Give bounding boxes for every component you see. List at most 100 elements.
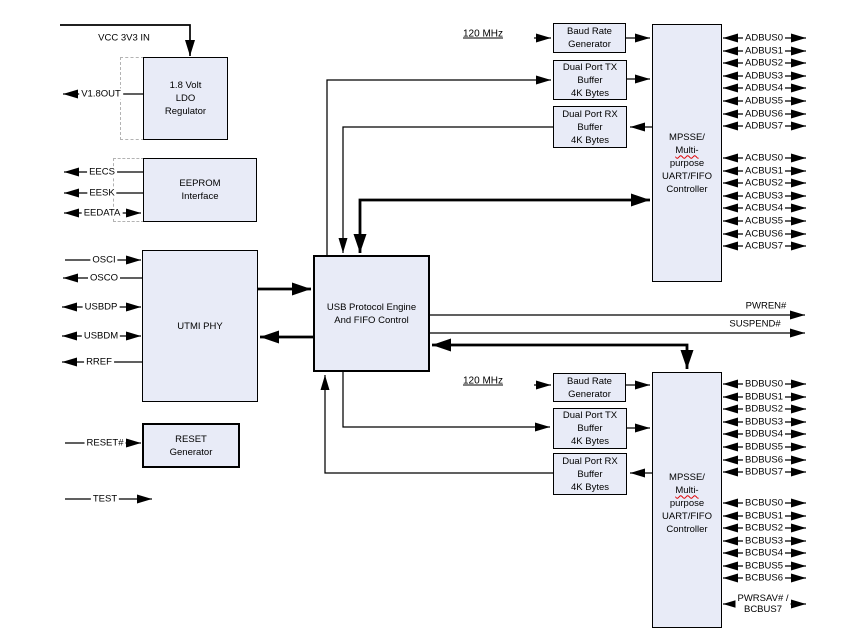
arrowhead-icon [723,392,738,402]
connector-line [342,372,550,428]
signal-label-test: TEST [90,493,120,505]
block-label-line: 4K Bytes [570,481,610,493]
arrowhead-icon [791,511,806,521]
arrowhead-icon [791,455,806,465]
arrowhead-icon [791,71,806,81]
signal-label-pwren: PWREN# [745,300,787,312]
arrowhead-icon [791,241,806,251]
arrowhead-icon [791,523,806,533]
arrowhead-icon [791,178,806,188]
pin-label-bdbus4: BDBUS4 [742,428,786,440]
arrowhead-icon [723,429,738,439]
block-label-line: 4K Bytes [570,87,610,99]
pin-label-acbus0: ACBUS0 [742,152,786,164]
arrowhead-icon [185,40,195,56]
arrowhead-icon [791,561,806,571]
block-label-line: purpose [669,497,705,509]
block-label-line: Dual Port TX [562,61,618,73]
arrowhead-icon [338,238,348,253]
block-label-line: Buffer [577,468,603,480]
arrowhead-icon [635,380,650,390]
arrowhead-icon [723,511,738,521]
pin-label-adbus1: ADBUS1 [742,45,786,57]
dashed-extension-box [120,57,144,140]
pin-label-adbus0: ADBUS0 [742,32,786,44]
pin-label-bcbus3: BCBUS3 [742,535,786,547]
block-label-line: Dual Port RX [562,108,618,120]
arrowhead-icon [723,573,738,583]
signal-label-120-mhz: 120 MHz [462,375,504,387]
signal-label-eedata: EEDATA [81,207,123,219]
block-label-line: 4K Bytes [570,436,610,447]
block-label-line: MPSSE/ [669,131,705,143]
arrowhead-icon [635,74,650,84]
arrowhead-icon [536,33,551,43]
block-label-line: Buffer [577,121,603,133]
arrowhead-icon [432,338,451,352]
arrowhead-icon [63,273,78,283]
signal-label-120-mhz: 120 MHz [462,28,504,40]
block-label-line: UART/FIFO [662,510,712,522]
pin-label-bcbus5: BCBUS5 [742,560,786,572]
arrowhead-icon [630,122,645,132]
block-label-line: Dual Port RX [562,455,618,467]
block-utmi-phy: UTMI PHY [142,250,258,402]
pin-label-bcbus1: BCBUS1 [742,510,786,522]
arrowhead-icon [723,455,738,465]
pin-label-acbus3: ACBUS3 [742,190,786,202]
pin-label-acbus2: ACBUS2 [742,177,786,189]
block-label-line: And FIFO Control [334,314,409,326]
connector-line [358,198,650,253]
pin-label-bdbus3: BDBUS3 [742,416,786,428]
block-label-line: Buffer [577,74,603,86]
arrowhead-icon [723,561,738,571]
arrowhead-icon [791,83,806,93]
arrowhead-icon [630,468,645,478]
arrowhead-icon [137,494,152,504]
pin-label-adbus5: ADBUS5 [742,95,786,107]
signal-label-rref: RREF [84,356,114,368]
block-label-line: 4K Bytes [570,134,610,146]
arrowhead-icon [723,467,738,477]
arrowhead-icon [536,75,551,85]
arrowhead-icon [723,121,738,131]
arrowhead-icon [723,241,738,251]
signal-label-suspend: SUSPEND# [729,318,781,330]
arrowhead-icon [723,203,738,213]
arrowhead-icon [723,417,738,427]
block-label-line: Dual Port TX [562,410,618,421]
block-label-line: Generator [169,446,213,458]
pin-label-bcbus2: BCBUS2 [742,522,786,534]
arrowhead-icon [791,548,806,558]
block-label-line: purpose [669,157,705,169]
arrowhead-icon [126,302,141,312]
arrowhead-icon [635,423,650,433]
block-label-line: Baud Rate [567,375,612,387]
arrowhead-icon [791,599,806,609]
block-label-line: Controller [666,183,708,195]
arrowhead-icon [791,96,806,106]
arrowhead-icon [723,404,738,414]
arrowhead-icon [635,33,650,43]
arrowhead-icon [723,153,738,163]
block-label-line: Controller [666,523,708,535]
pin-label-bcbus4: BCBUS4 [742,547,786,559]
pin-label-acbus7: ACBUS7 [742,240,786,252]
arrowhead-icon [723,523,738,533]
arrowhead-icon [791,536,806,546]
arrowhead-icon [631,193,650,207]
arrowhead-icon [723,548,738,558]
arrowhead-icon [723,216,738,226]
arrowhead-icon [126,255,141,265]
arrowhead-icon [791,417,806,427]
arrowhead-icon [791,46,806,56]
arrowhead-icon [791,379,806,389]
